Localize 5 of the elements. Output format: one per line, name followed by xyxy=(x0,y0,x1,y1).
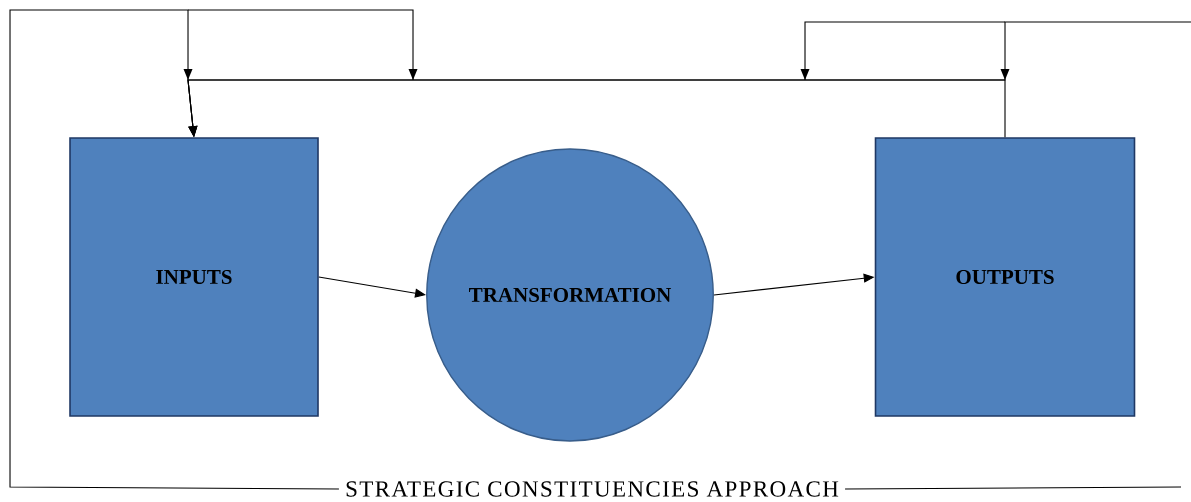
arrow xyxy=(9,9,418,490)
arrow xyxy=(318,276,426,298)
process-box: INPUTS xyxy=(69,137,319,417)
caption-text: STRATEGIC CONSTITUENCIES APPROACH xyxy=(339,475,845,502)
process-box: OUTPUTS xyxy=(874,137,1136,417)
